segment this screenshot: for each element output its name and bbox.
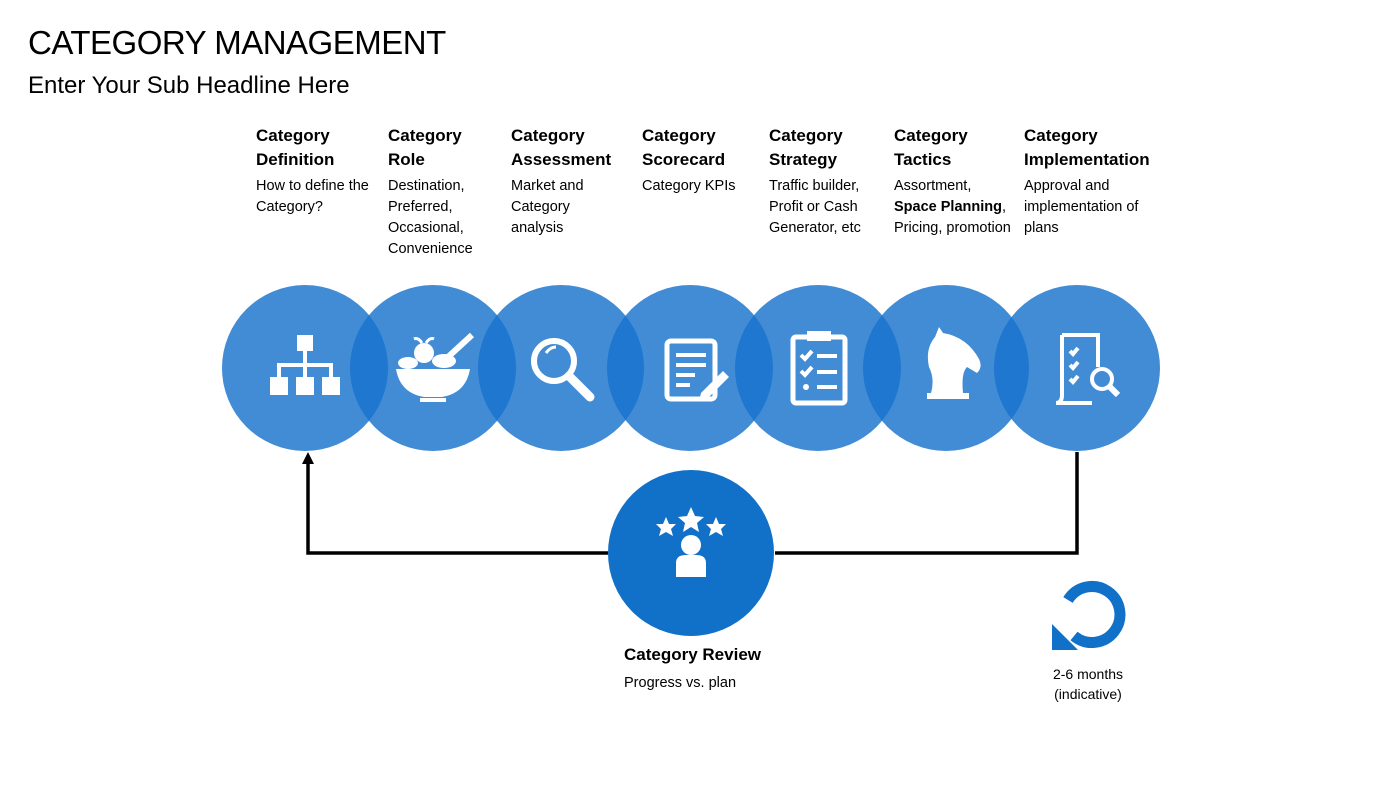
document-pen-icon — [664, 338, 729, 402]
step-desc: How to define the Category? — [256, 178, 369, 215]
page-title: CATEGORY MANAGEMENT — [28, 24, 446, 61]
step-desc: Traffic builder, Profit or Cash Generato… — [769, 178, 861, 236]
step-desc: Destination, Preferred, Occasional, Conv… — [388, 178, 473, 257]
desc-text: , Pricing, promotion — [894, 199, 1011, 236]
desc-bold-text: Space Planning — [894, 199, 1002, 215]
chess-knight-icon — [927, 327, 981, 399]
step-desc: Market and Category analysis — [511, 178, 584, 236]
step-title: Category Assessment — [511, 126, 612, 169]
review-desc: Progress vs. plan — [624, 675, 737, 691]
step-title: Category Tactics — [894, 126, 968, 169]
step-title: Category Strategy — [769, 126, 843, 169]
page-subtitle: Enter Your Sub Headline Here — [28, 72, 350, 99]
review-title: Category Review — [624, 645, 761, 664]
clipboard-checklist-icon — [790, 331, 848, 406]
cycle-note: (indicative) — [1054, 686, 1122, 702]
step-title: Category Definition — [256, 126, 335, 169]
step-desc: Approval and implementation of plans — [1024, 178, 1139, 236]
magnifier-icon — [531, 338, 595, 402]
step-title: Category Implementation — [1024, 126, 1150, 169]
desc-text: Assortment, — [894, 178, 972, 194]
hierarchy-icon — [270, 335, 340, 395]
step-desc: Category KPIs — [642, 178, 736, 194]
cycle-duration: 2-6 months — [1052, 666, 1124, 682]
cycle-label: 2-6 months (indicative) — [1050, 664, 1126, 704]
step-title: Category Role — [388, 126, 462, 169]
refresh-cycle-icon — [1052, 581, 1126, 650]
step-title: Category Scorecard — [642, 126, 726, 169]
person-stars-icon — [656, 507, 726, 577]
circle-implementation — [994, 285, 1160, 451]
food-bowl-icon — [396, 332, 475, 402]
step-desc: Assortment, Space Planning, Pricing, prom… — [894, 176, 1014, 239]
document-search-icon — [1055, 333, 1121, 405]
